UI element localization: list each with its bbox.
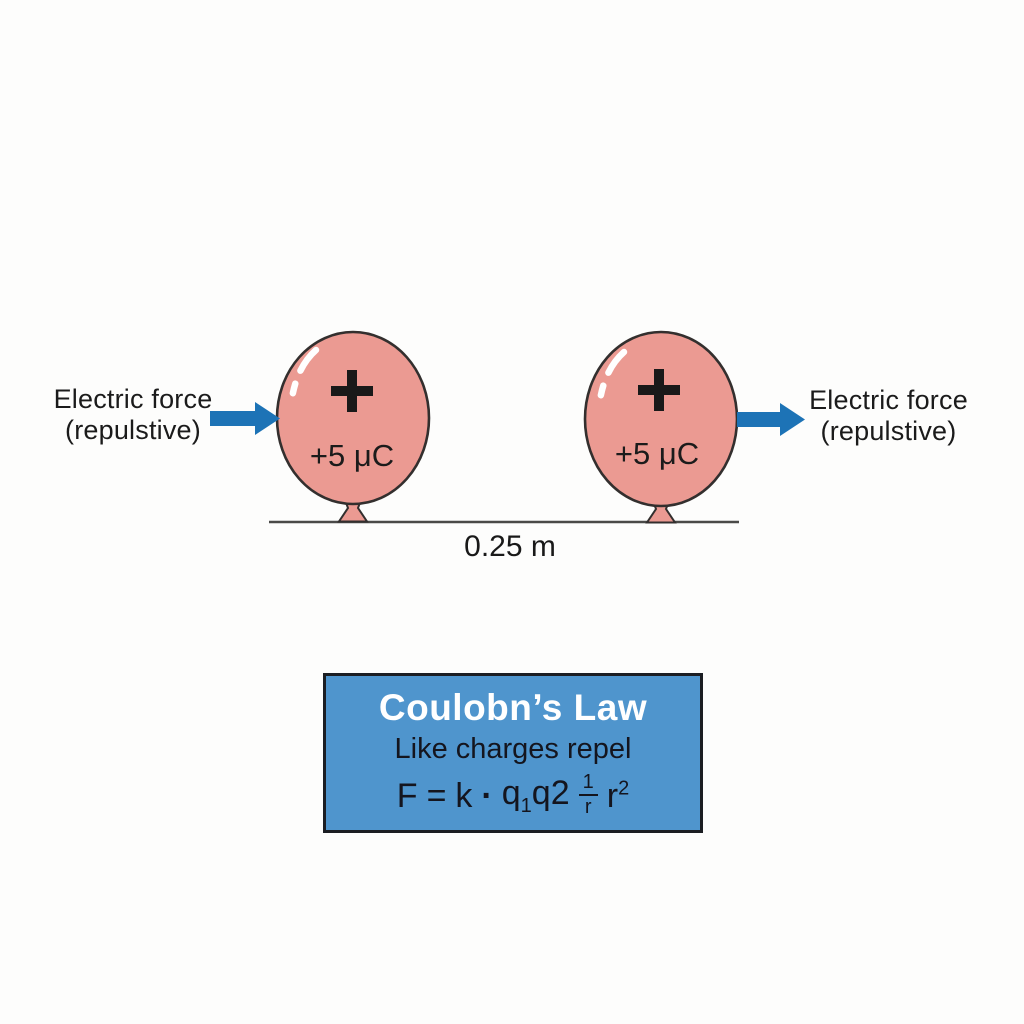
formula-lhs: F [396,776,418,815]
left-force-label-line1: Electric force [53,384,213,414]
right-force-label-line1: Electric force [809,385,968,415]
formula-charges: q1q2 [502,774,570,818]
formula-fraction-denominator: r [584,796,592,818]
formula-fraction: 1 r [578,772,598,818]
formula-q2: q2 [531,774,570,813]
left-balloon-highlight-icon [288,346,320,402]
coulomb-formula: F = k · q1q2 1 r r2 [396,772,629,819]
left-charge-label: +5 μC [310,438,394,473]
info-box-title: Coulobn’s Law [378,687,648,728]
formula-dot-operator: · [481,776,493,815]
formula-r-exponent: 2 [618,777,630,800]
formula-equals: = [426,776,447,815]
distance-label: 0.25 m [464,530,556,563]
left-plus-charge-icon [331,370,373,412]
right-balloon-highlight-icon [596,348,628,404]
formula-fraction-numerator: 1 [578,772,598,796]
right-force-label: Electric force (repulstive) [806,385,971,447]
right-balloon [583,330,739,508]
formula-q1-subscript: 1 [520,794,532,817]
right-force-label-line2: (repulstive) [820,416,957,446]
formula-r-base: r [606,776,619,815]
info-box-subtitle: Like charges repel [394,733,632,765]
right-charge-label: +5 μC [615,436,699,471]
right-plus-charge-icon [638,369,680,411]
formula-constant-k: k [455,776,473,815]
formula-r-squared: r2 [607,777,629,816]
left-force-label: Electric force (repulstive) [38,384,228,446]
left-force-arrow-icon [210,402,280,435]
left-balloon [275,330,431,506]
left-force-label-line2: (repulstive) [65,415,201,445]
right-force-arrow-icon [737,403,805,436]
coulombs-law-info-box: Coulobn’s Law Like charges repel F = k ·… [323,673,703,833]
formula-q1-base: q [501,774,521,813]
